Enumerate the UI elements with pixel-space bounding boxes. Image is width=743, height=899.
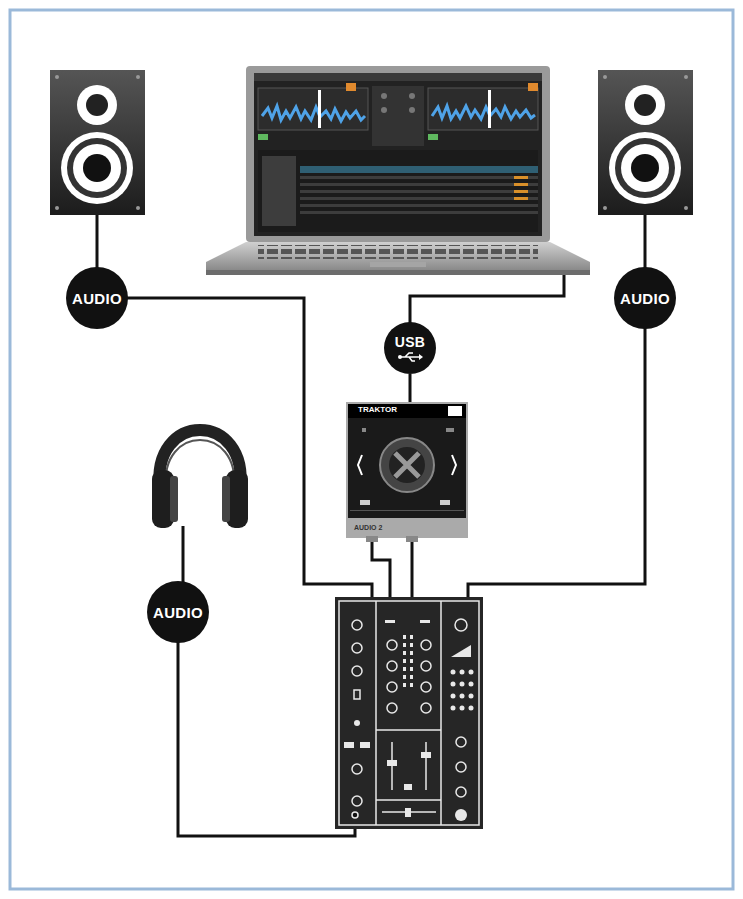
badge-text: AUDIO	[620, 291, 670, 306]
usb-badge: USB	[384, 322, 436, 374]
headphones	[152, 430, 248, 528]
right-speaker	[598, 70, 693, 215]
audio-badge: AUDIO	[614, 267, 676, 329]
audio-badge: AUDIO	[66, 267, 128, 329]
badge-text: AUDIO	[153, 605, 203, 620]
laptop	[206, 66, 590, 275]
cable-line	[409, 374, 412, 402]
badge-text: USB	[395, 335, 425, 349]
badge-text: AUDIO	[72, 291, 122, 306]
usb-cable	[410, 374, 411, 402]
frame	[10, 10, 733, 889]
audio-interface	[346, 402, 468, 542]
left-speaker	[50, 70, 145, 215]
dj-mixer	[335, 597, 483, 829]
brand-text: TRAKTOR	[358, 406, 397, 414]
model-text: AUDIO 2	[354, 524, 382, 531]
audio-badge: AUDIO	[147, 581, 209, 643]
audio-wires	[97, 215, 645, 836]
usb-icon	[397, 352, 423, 362]
interface-box: TRAKTOR AUDIO 2	[346, 402, 468, 538]
